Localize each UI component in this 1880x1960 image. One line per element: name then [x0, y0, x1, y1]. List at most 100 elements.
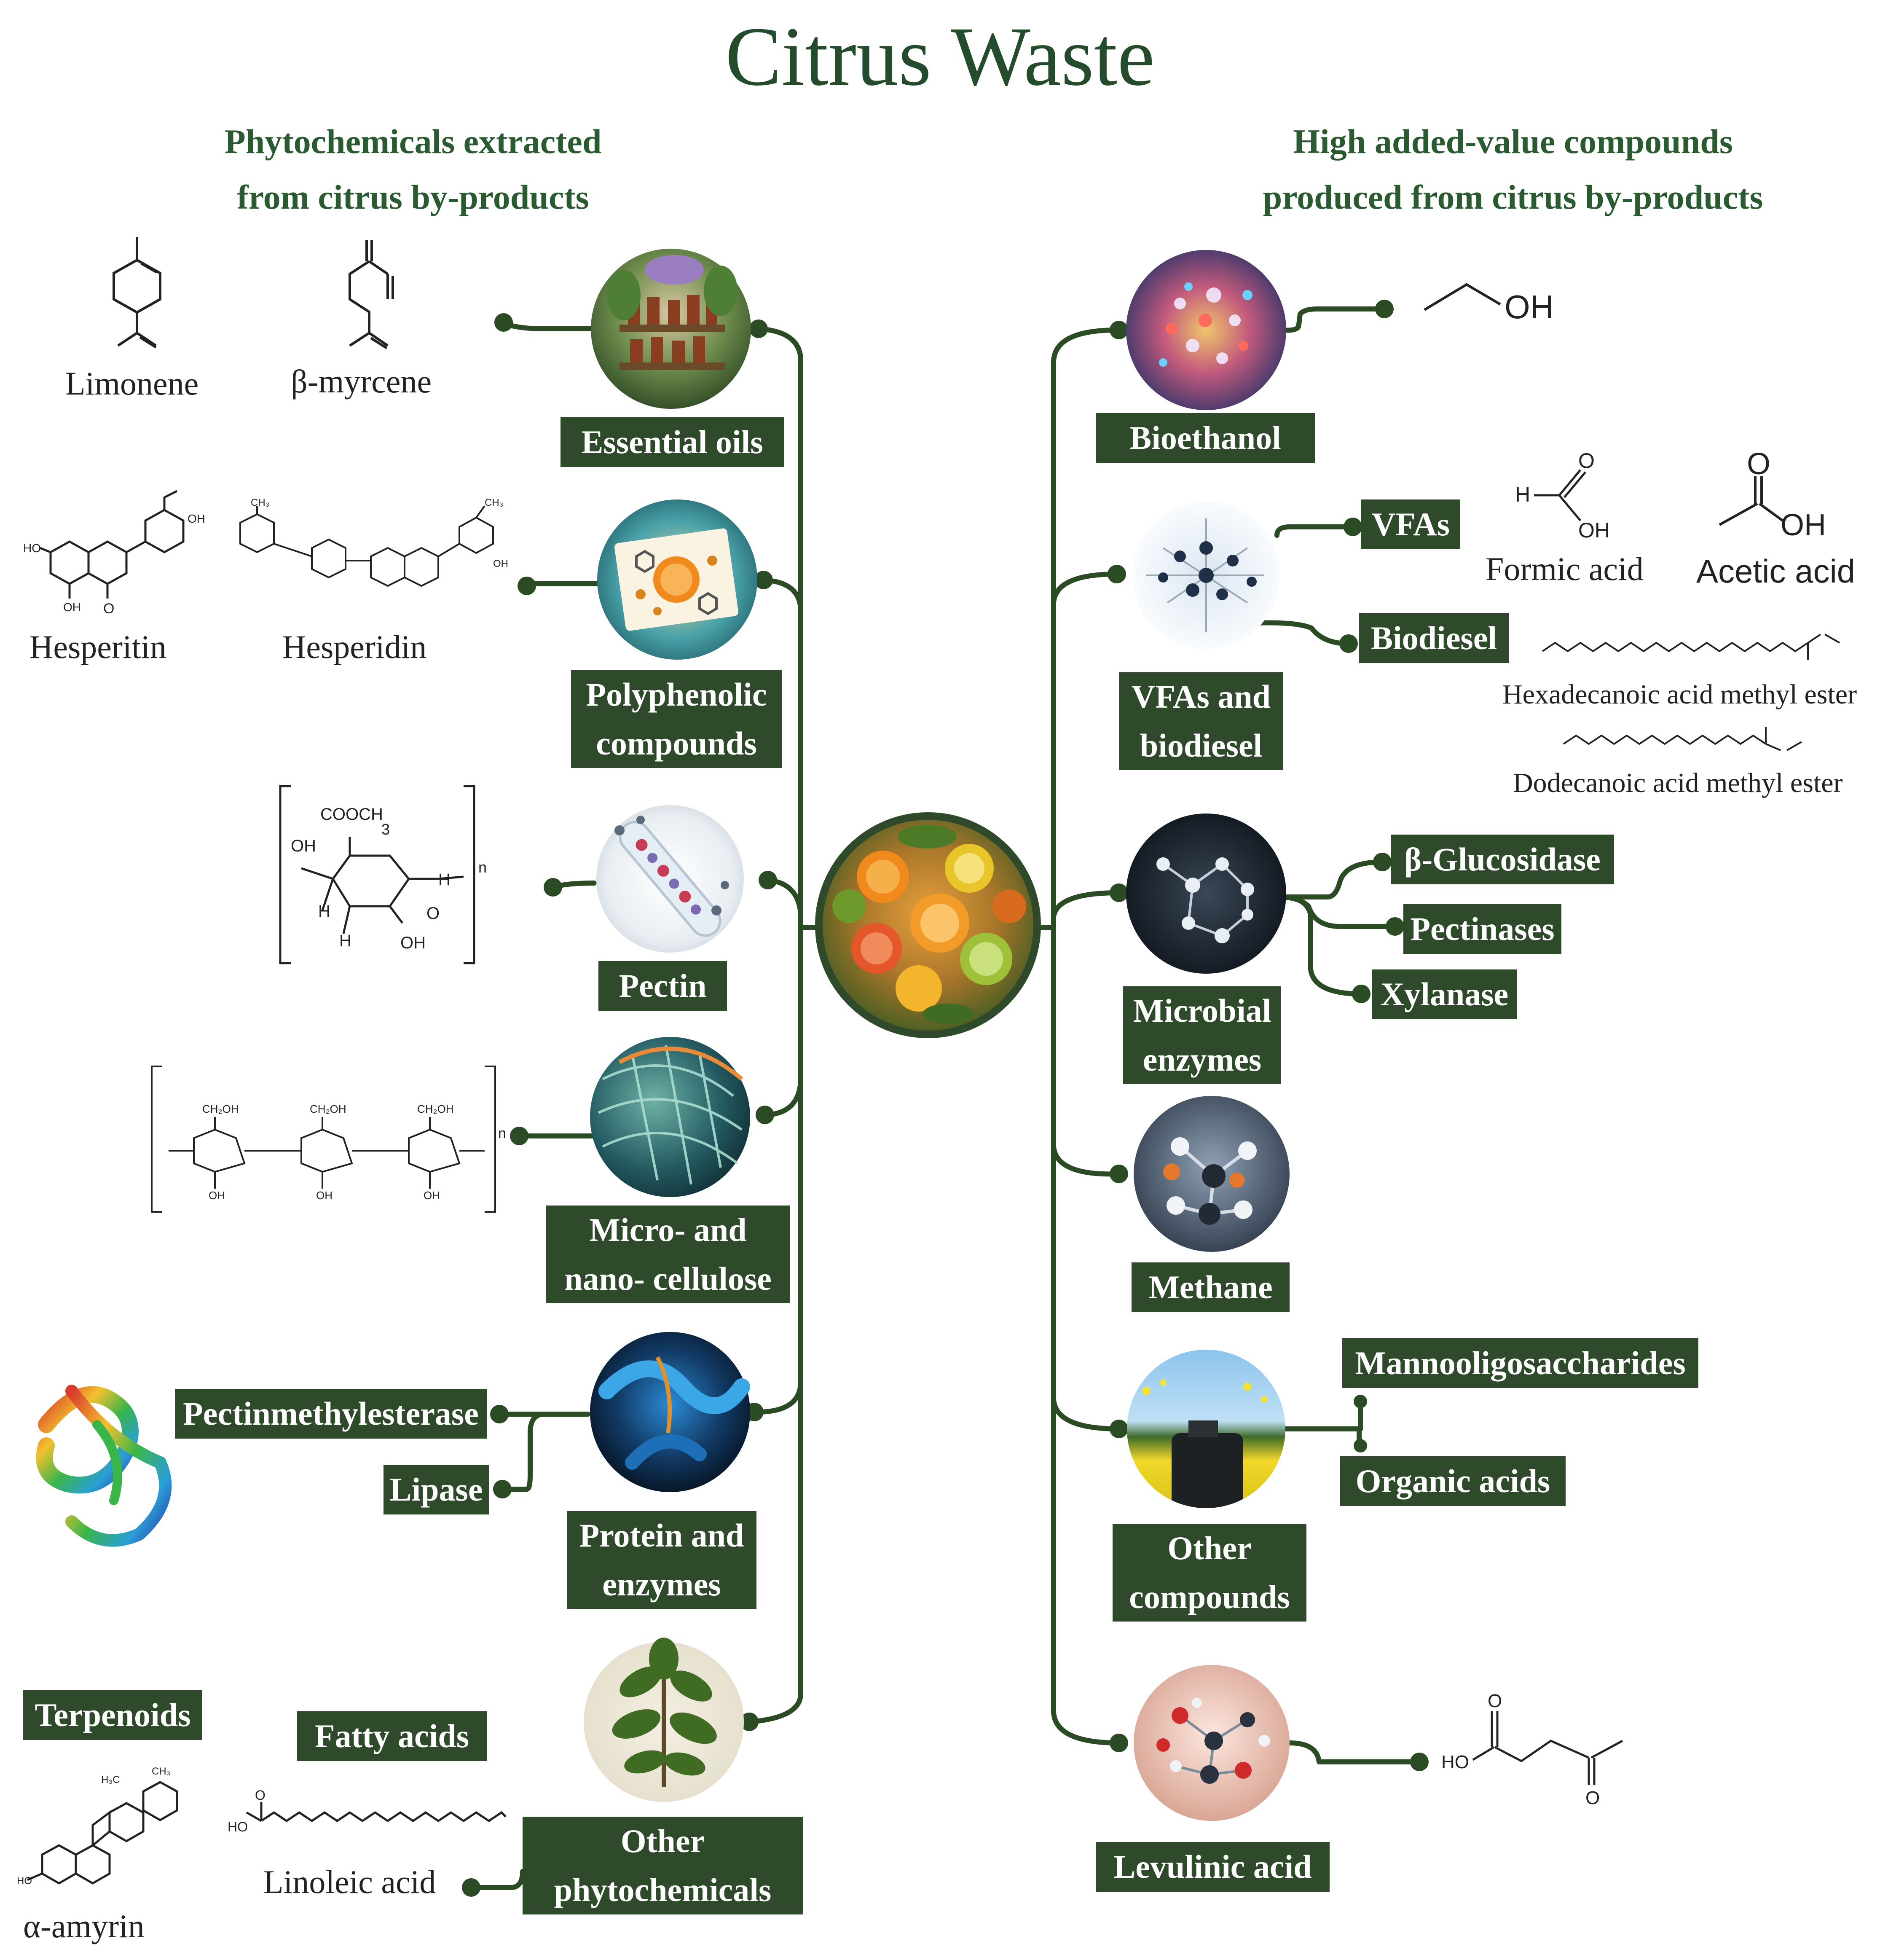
cellulose-n-label: n — [498, 1125, 506, 1141]
linoleic-o-label: O — [255, 1788, 266, 1803]
cellulose-ch2oh-3-label: CH₂OH — [417, 1103, 454, 1115]
label-other-phytochemicals: Other phytochemicals — [523, 1817, 803, 1914]
pectin-three-label: 3 — [381, 821, 390, 838]
linoleic-ho-label: HO — [228, 1819, 248, 1834]
ethanol-oh-label: OH — [1505, 288, 1554, 325]
connector-lines — [469, 306, 1422, 1890]
connector-dots — [462, 300, 1429, 1897]
levulinic-ho-label: HO — [1441, 1752, 1469, 1772]
hesperidin-ch3-label: CH₃ — [251, 497, 269, 508]
cellulose-oh-3-label: OH — [424, 1189, 440, 1202]
acetic-structure — [1719, 476, 1783, 526]
myrcene-structure — [349, 240, 394, 349]
name-hesperidin: Hesperidin — [282, 628, 427, 665]
hesperidin-structure — [239, 505, 494, 587]
label-cellulose: Micro- and nano- cellulose — [546, 1206, 790, 1303]
name-hexadecanoic: Hexadecanoic acid methyl ester — [1502, 679, 1857, 710]
citrus-waste-image — [815, 812, 1041, 1038]
hesperitin-o-label: O — [103, 601, 114, 617]
label-cellulose-line-1: Micro- and — [589, 1211, 747, 1248]
formic-structure — [1534, 469, 1586, 521]
label-protein-line-2: enzymes — [602, 1566, 721, 1603]
label-other-compounds-line-2: compounds — [1129, 1579, 1290, 1615]
amyrin-h3c-label: H₃C — [101, 1774, 120, 1785]
label-polyphenolic-line-2: compounds — [596, 725, 757, 762]
label-pectinmethylesterase: Pectinmethylesterase — [175, 1389, 487, 1439]
label-organic-acids: Organic acids — [1340, 1456, 1566, 1506]
levulinic-acid-image — [1134, 1665, 1290, 1821]
label-cellulose-line-2: nano- cellulose — [564, 1260, 772, 1297]
levulinic-o-label: O — [1488, 1691, 1502, 1711]
pectin-h-label: H — [438, 870, 451, 889]
name-acetic-acid: Acetic acid — [1696, 553, 1856, 590]
label-other-phyto-line-1: Other — [620, 1823, 705, 1859]
left-heading: Phytochemicals extracted from citrus by-… — [160, 114, 666, 225]
label-pectin: Pectin — [598, 961, 727, 1011]
cellulose-ch2oh-2-label: CH₂OH — [310, 1103, 346, 1115]
label-fatty-acids: Fatty acids — [297, 1711, 487, 1761]
formic-o-label: O — [1578, 449, 1595, 473]
label-biodiesel: Biodiesel — [1359, 613, 1509, 663]
label-microbial-line-1: Microbial — [1133, 992, 1271, 1029]
label-microbial-enzymes: Microbial enzymes — [1123, 986, 1281, 1084]
pectin-h2-label: H — [318, 902, 330, 921]
label-vfas-biodiesel: VFAs and biodiesel — [1119, 672, 1283, 770]
pectin-h3-label: H — [339, 932, 351, 950]
levulinic-o2-label: O — [1585, 1788, 1600, 1808]
right-heading-line-2: produced from citrus by-products — [1263, 178, 1763, 216]
linoleic-structure — [246, 1802, 507, 1823]
dodecanoic-structure — [1563, 727, 1802, 751]
pectin-image — [596, 805, 744, 953]
hesperitin-ho-label: HO — [23, 542, 41, 555]
methane-image — [1134, 1096, 1290, 1252]
amyrin-structure — [27, 1781, 178, 1885]
name-myrcene: β-myrcene — [291, 363, 432, 400]
label-vfas-biodiesel-line-2: biodiesel — [1140, 727, 1263, 764]
hesperitin-oh-label: OH — [188, 512, 205, 525]
limonene-structure — [113, 237, 161, 349]
pectin-oh-label: OH — [291, 837, 316, 855]
cellulose-image — [590, 1037, 750, 1197]
left-heading-line-2: from citrus by-products — [237, 178, 589, 216]
essential-oils-image — [591, 249, 751, 409]
hexadecanoic-structure — [1542, 634, 1840, 660]
label-vfas-biodiesel-line-1: VFAs and — [1131, 678, 1271, 715]
pectin-oh2-label: OH — [400, 934, 426, 952]
label-lipase: Lipase — [384, 1465, 489, 1514]
amyrin-ho-label: HO — [17, 1875, 32, 1887]
label-mannooligosaccharides: Mannooligosaccharides — [1342, 1338, 1698, 1388]
polyphenolic-image — [597, 499, 757, 660]
amyrin-ch3-label: CH₃ — [152, 1766, 170, 1777]
label-levulinic-acid: Levulinic acid — [1096, 1842, 1330, 1892]
cellulose-ch2oh-1-label: CH₂OH — [202, 1103, 239, 1115]
name-formic-acid: Formic acid — [1486, 550, 1644, 587]
name-linoleic: Linoleic acid — [263, 1863, 436, 1900]
pectin-structure — [279, 785, 475, 964]
hesperidin-ch3-2-label: CH₃ — [485, 497, 503, 508]
acetic-o-label: O — [1747, 447, 1770, 481]
pectin-o-label: O — [426, 904, 440, 923]
formic-oh-label: OH — [1578, 518, 1610, 542]
label-bioethanol: Bioethanol — [1096, 413, 1315, 463]
label-protein-line-1: Protein and — [579, 1517, 744, 1554]
left-heading-line-1: Phytochemicals extracted — [224, 122, 602, 161]
cellulose-oh-1-label: OH — [209, 1189, 225, 1202]
label-terpenoids: Terpenoids — [23, 1690, 202, 1740]
name-limonene: Limonene — [65, 365, 199, 402]
label-other-phyto-line-2: phytochemicals — [554, 1871, 772, 1908]
vfas-biodiesel-image — [1132, 502, 1280, 649]
hesperitin-oh2-label: OH — [63, 601, 81, 614]
right-heading: High added-value compounds produced from… — [1222, 114, 1804, 225]
page-title: Citrus Waste — [725, 10, 1155, 103]
hesperitin-structure — [40, 490, 185, 599]
protein-ribbon-structure — [36, 1385, 172, 1547]
pectin-cooch-label: COOCH — [320, 805, 383, 824]
name-dodecanoic: Dodecanoic acid methyl ester — [1513, 768, 1843, 798]
cellulose-structure — [151, 1066, 496, 1213]
ethanol-structure — [1424, 283, 1501, 311]
label-xylanase: Xylanase — [1372, 969, 1517, 1019]
label-microbial-line-2: enzymes — [1142, 1041, 1262, 1078]
name-amyrin: α-amyrin — [23, 1908, 145, 1944]
cellulose-oh-2-label: OH — [316, 1189, 333, 1202]
